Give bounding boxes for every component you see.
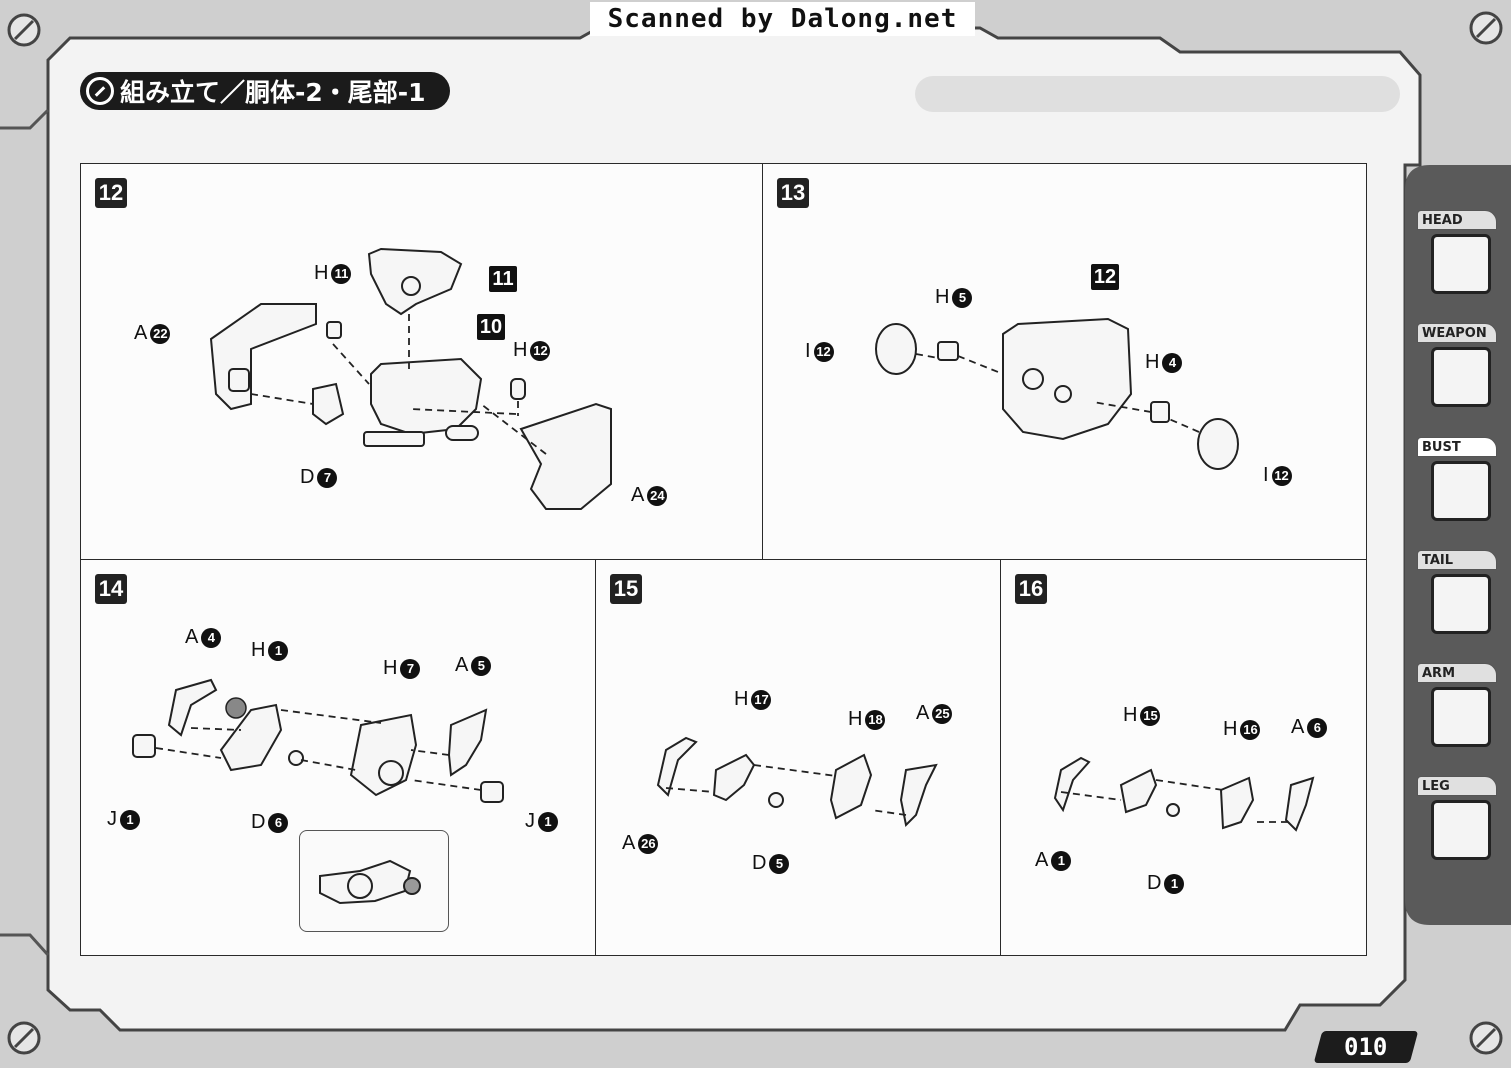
- page-number: 010: [1313, 1031, 1419, 1063]
- tab-label: TAIL: [1417, 550, 1497, 570]
- step-12-diagram: [209, 247, 612, 510]
- sub-assembly-badge: 10: [477, 314, 505, 340]
- tab-bust[interactable]: BUST: [1413, 437, 1501, 529]
- step-number: 15: [610, 574, 642, 604]
- step-16-diagram: [1053, 756, 1315, 832]
- tab-tail[interactable]: TAIL: [1413, 550, 1501, 642]
- detail-diagram: [319, 859, 421, 905]
- tab-head[interactable]: HEAD: [1413, 210, 1501, 302]
- bleedthrough-title: [915, 76, 1400, 112]
- detail-zoom-box: [299, 830, 449, 932]
- leg-icon: [1431, 800, 1491, 860]
- arm-icon: [1431, 687, 1491, 747]
- step-number: 14: [95, 574, 127, 604]
- head-icon: [1431, 234, 1491, 294]
- tab-label: WEAPON: [1417, 323, 1497, 343]
- scan-banner: Scanned by Dalong.net: [590, 2, 975, 36]
- step-13-diagram: [875, 317, 1239, 470]
- page-title-bar: 組み立て／胴体-2・尾部-1: [80, 72, 450, 110]
- tab-weapon[interactable]: WEAPON: [1413, 323, 1501, 415]
- step-15-diagram: [656, 736, 938, 828]
- step-14-diagram: [132, 678, 504, 803]
- tail-icon: [1431, 574, 1491, 634]
- step-number: 13: [777, 178, 809, 208]
- tab-arm[interactable]: ARM: [1413, 663, 1501, 755]
- sub-assembly-badge: 11: [489, 266, 517, 292]
- tab-label: LEG: [1417, 776, 1497, 796]
- page-title: 組み立て／胴体-2・尾部-1: [120, 78, 426, 107]
- step-number: 16: [1015, 574, 1047, 604]
- sub-assembly-badge: 12: [1091, 264, 1119, 290]
- step-number: 12: [95, 178, 127, 208]
- weapon-icon: [1431, 347, 1491, 407]
- section-tabs: HEAD WEAPON BUST TAIL ARM LEG: [1405, 165, 1511, 925]
- tab-label: HEAD: [1417, 210, 1497, 230]
- bust-icon: [1431, 461, 1491, 521]
- gear-icon: [86, 77, 114, 105]
- tab-label: BUST: [1417, 437, 1497, 457]
- tab-leg[interactable]: LEG: [1413, 776, 1501, 868]
- tab-label: ARM: [1417, 663, 1497, 683]
